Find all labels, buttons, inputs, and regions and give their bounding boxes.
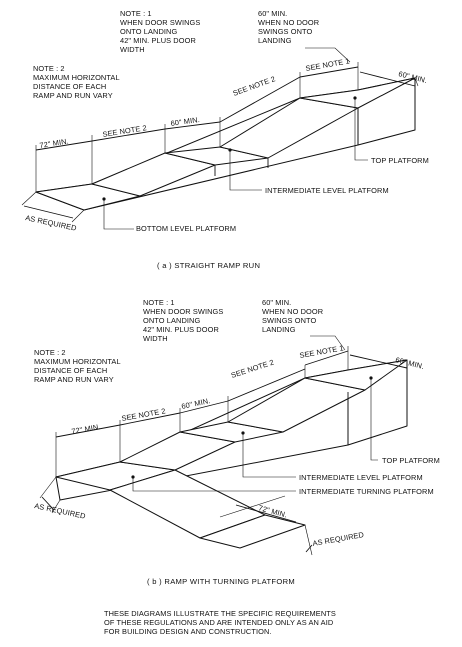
b-as-required-right: AS REQUIRED [312,530,365,548]
a-note-top-right-line2: WHEN NO DOOR [258,18,319,27]
b-note1-line1: NOTE : 1 [143,298,175,307]
b-note-top-right-line3: SWINGS ONTO [262,316,316,325]
b-as-required-left: AS REQUIRED [34,501,87,521]
disclaimer: THESE DIAGRAMS ILLUSTRATE THE SPECIFIC R… [104,609,336,636]
b-note2-line4: RAMP AND RUN VARY [34,375,114,384]
b-note1-line5: WIDTH [143,334,168,343]
b-caption: ( b ) RAMP WITH TURNING PLATFORM [147,577,295,586]
b-note-top-right-line4: LANDING [262,325,296,334]
b-see-note1: SEE NOTE 1 [299,343,344,360]
a-note-top-right-line1: 60" MIN. [258,9,287,18]
a-dim-60-mid: 60" MIN. [170,115,200,128]
b-dimension-lines [55,335,408,477]
a-note1-line1: NOTE : 1 [120,9,152,18]
a-note1-line3: ONTO LANDING [120,27,177,36]
b-note2-line2: MAXIMUM HORIZONTAL [34,357,121,366]
b-dim-72-min: 72" MIN. [71,422,101,436]
a-as-required: AS REQUIRED [25,213,78,233]
b-top-platform-leader [370,378,378,461]
disclaimer-line2: OF THESE REGULATIONS AND ARE INTENDED ON… [104,618,333,627]
a-label-intermediate-level: INTERMEDIATE LEVEL PLATFORM [265,186,389,195]
b-note1-line3: ONTO LANDING [143,316,200,325]
b-note1-line4: 42" MIN. PLUS DOOR [143,325,219,334]
a-see-note1: SEE NOTE 1 [305,56,350,73]
a-note1-line4: 42" MIN. PLUS DOOR [120,36,196,45]
a-note2-line1: NOTE : 2 [33,64,65,73]
a-note-top-right-line3: SWINGS ONTO [258,27,312,36]
diagram-a: NOTE : 1 WHEN DOOR SWINGS ONTO LANDING 4… [21,9,429,270]
b-note-top-right-line1: 60" MIN. [262,298,291,307]
a-label-bottom-level: BOTTOM LEVEL PLATFORM [136,224,236,233]
a-dim-72-min: 72" MIN. [39,137,69,150]
b-note2-line3: DISTANCE OF EACH [34,366,107,375]
b-label-top-platform: TOP PLATFORM [382,456,440,465]
a-label-top-platform: TOP PLATFORM [371,156,429,165]
b-top-platform [304,359,408,391]
b-label-intermediate-turning: INTERMEDIATE TURNING PLATFORM [299,487,434,496]
b-see-note2-b: SEE NOTE 2 [230,358,275,380]
b-note-top-right-line2: WHEN NO DOOR [262,307,323,316]
b-intermediate-level-leader [242,433,296,478]
b-turning-leader [132,477,296,492]
a-ramp-solid [35,77,416,211]
a-caption: ( a ) STRAIGHT RAMP RUN [157,261,260,270]
a-top-platform-leader [354,98,368,161]
b-ramp-solid [55,359,408,549]
a-note1-line2: WHEN DOOR SWINGS [120,18,200,27]
b-note1-line2: WHEN DOOR SWINGS [143,307,223,316]
a-bottom-leader [103,199,134,230]
disclaimer-line3: FOR BUILDING DESIGN AND CONSTRUCTION. [104,627,272,636]
a-see-note2-a: SEE NOTE 2 [102,123,147,139]
a-dimension-lines [35,47,419,192]
a-note2-line2: MAXIMUM HORIZONTAL [33,73,120,82]
b-label-intermediate-level: INTERMEDIATE LEVEL PLATFORM [299,473,423,482]
a-note1-line5: WIDTH [120,45,145,54]
a-intermediate-leader [229,150,262,191]
a-note2-line3: DISTANCE OF EACH [33,82,106,91]
a-note2-line4: RAMP AND RUN VARY [33,91,113,100]
b-note2-line1: NOTE : 2 [34,348,66,357]
disclaimer-line1: THESE DIAGRAMS ILLUSTRATE THE SPECIFIC R… [104,609,336,618]
diagram-b: NOTE : 1 WHEN DOOR SWINGS ONTO LANDING 4… [34,298,440,586]
a-note-top-right-line4: LANDING [258,36,292,45]
